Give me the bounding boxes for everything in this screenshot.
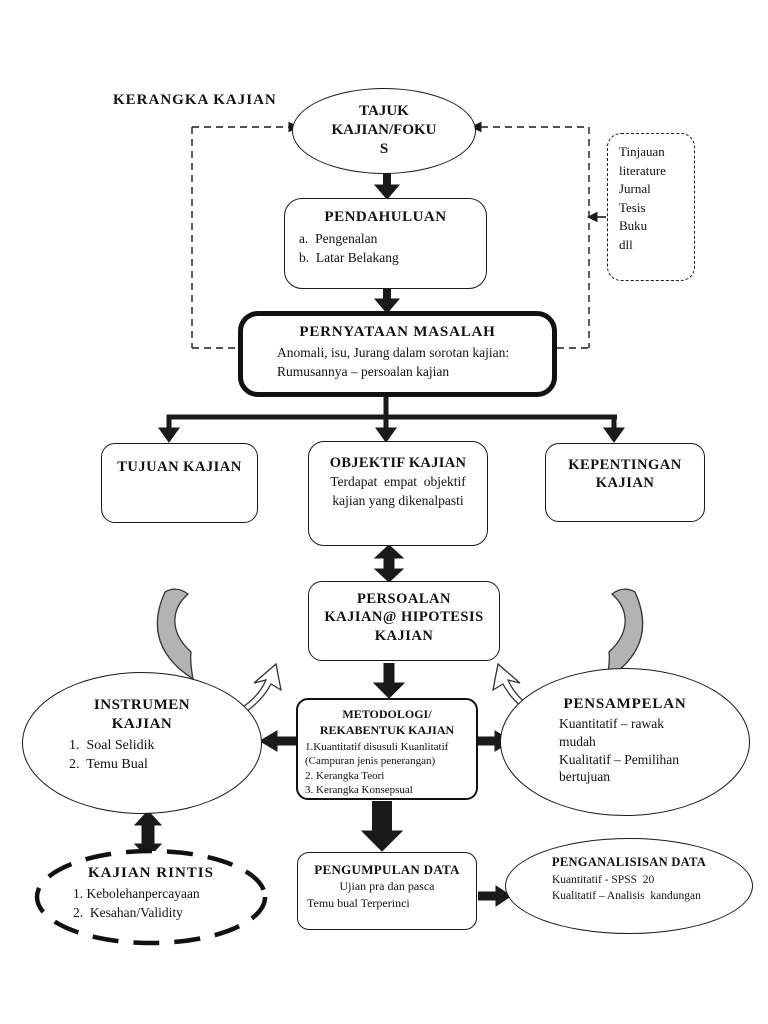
- pensampelan-title: PENSAMPELAN: [563, 696, 687, 712]
- node-penganalisisan-data: PENGANALISISAN DATA Kuantitatif - SPSS 2…: [505, 838, 753, 934]
- pengumpulan-line1: Ujian pra dan pasca: [339, 879, 435, 894]
- node-tinjauan-literature: Tinjauan literature Jurnal Tesis Buku dl…: [607, 133, 695, 281]
- pengumpulan-line2: Temu bual Terperinci: [307, 895, 410, 910]
- node-kajian-rintis: KAJIAN RINTIS 1. Kebolehanpercayaan 2. K…: [45, 864, 257, 934]
- kajian-rintis-title: KAJIAN RINTIS: [88, 865, 214, 881]
- curved-ribbon-left-icon: [156, 588, 194, 681]
- node-instrumen-kajian: INSTRUMEN KAJIAN 1. Soal Selidik 2. Temu…: [22, 672, 262, 814]
- dashed-feedback-right: [481, 126, 590, 349]
- objektif-title: OBJEKTIF KAJIAN: [329, 455, 467, 471]
- arrow-objektif-persoalan-double: [373, 544, 405, 583]
- tujuan-title: TUJUAN KAJIAN: [117, 459, 242, 475]
- dashed-feedback-left: [191, 126, 289, 349]
- node-pendahuluan: PENDAHULUAN a. Pengenalan b. Latar Belak…: [284, 198, 487, 289]
- tajuk-label: TAJUK KAJIAN/FOKU S: [331, 103, 437, 157]
- persoalan-title: PERSOALAN KAJIAN@ HIPOTESIS KAJIAN: [324, 591, 484, 644]
- pendahuluan-title: PENDAHULUAN: [324, 209, 447, 225]
- node-objektif-kajian: OBJEKTIF KAJIAN Terdapat empat objektif …: [308, 441, 488, 546]
- pensampelan-body: Kuantitatif – rawak mudah Kualitatif – P…: [559, 715, 679, 785]
- dashed-arrowhead-into-tajuk-right: [469, 121, 482, 133]
- kajian-rintis-items: 1. Kebolehanpercayaan 2. Kesahan/Validit…: [73, 885, 200, 920]
- node-pernyataan-masalah: PERNYATAAN MASALAH Anomali, isu, Jurang …: [238, 311, 557, 397]
- penganalisisan-body: Kuantitatif - SPSS 20 Kualitatif – Anali…: [552, 873, 701, 903]
- pernyataan-title: PERNYATAAN MASALAH: [299, 324, 496, 340]
- tinjauan-label: Tinjauan literature Jurnal Tesis Buku dl…: [619, 144, 666, 252]
- node-kepentingan-kajian: KEPENTINGAN KAJIAN: [545, 443, 705, 522]
- node-tajuk-kajian: TAJUK KAJIAN/FOKU S: [292, 88, 476, 174]
- node-pensampelan: PENSAMPELAN Kuantitatif – rawak mudah Ku…: [500, 668, 750, 816]
- node-metodologi: METODOLOGI/ REKABENTUK KAJIAN 1.Kuantita…: [296, 698, 478, 800]
- pendahuluan-items: a. Pengenalan b. Latar Belakang: [299, 230, 399, 265]
- node-tujuan-kajian: TUJUAN KAJIAN: [101, 443, 258, 523]
- kajian-rintis-dashed-border: [34, 848, 268, 946]
- branch-pernyataan: [158, 396, 625, 443]
- arrow-metodologi-instrumen: [259, 730, 297, 752]
- kepentingan-title: KEPENTINGAN KAJIAN: [568, 457, 682, 492]
- page-title: KERANGKA KAJIAN: [113, 92, 277, 108]
- pernyataan-body: Anomali, isu, Jurang dalam sorotan kajia…: [277, 344, 510, 379]
- pengumpulan-title: PENGUMPULAN DATA: [314, 862, 460, 877]
- curved-ribbon-right-icon: [606, 588, 644, 681]
- metodologi-title: METODOLOGI/ REKABENTUK KAJIAN: [319, 707, 455, 737]
- arrow-pengumpulan-penganalisisan: [478, 885, 512, 907]
- arrow-persoalan-metodologi: [372, 663, 406, 699]
- arrow-tajuk-pendahuluan: [373, 172, 401, 200]
- node-persoalan-kajian: PERSOALAN KAJIAN@ HIPOTESIS KAJIAN: [308, 581, 500, 661]
- arrow-pendahuluan-pernyataan: [373, 289, 401, 314]
- arrow-tinjauan-to-loop: [586, 211, 606, 223]
- objektif-body: Terdapat empat objektif kajian yang dike…: [330, 474, 466, 508]
- instrumen-items: 1. Soal Selidik 2. Temu Bual: [69, 737, 155, 773]
- instrumen-title: INSTRUMEN KAJIAN: [93, 697, 191, 732]
- node-pengumpulan-data: PENGUMPULAN DATA Ujian pra dan pasca Tem…: [297, 852, 477, 930]
- metodologi-body: 1.Kuantitatif disusuli Kuanlitatif (Camp…: [305, 741, 449, 797]
- arrow-metodologi-pengumpulan: [360, 801, 404, 852]
- penganalisisan-title: PENGANALISISAN DATA: [551, 855, 707, 869]
